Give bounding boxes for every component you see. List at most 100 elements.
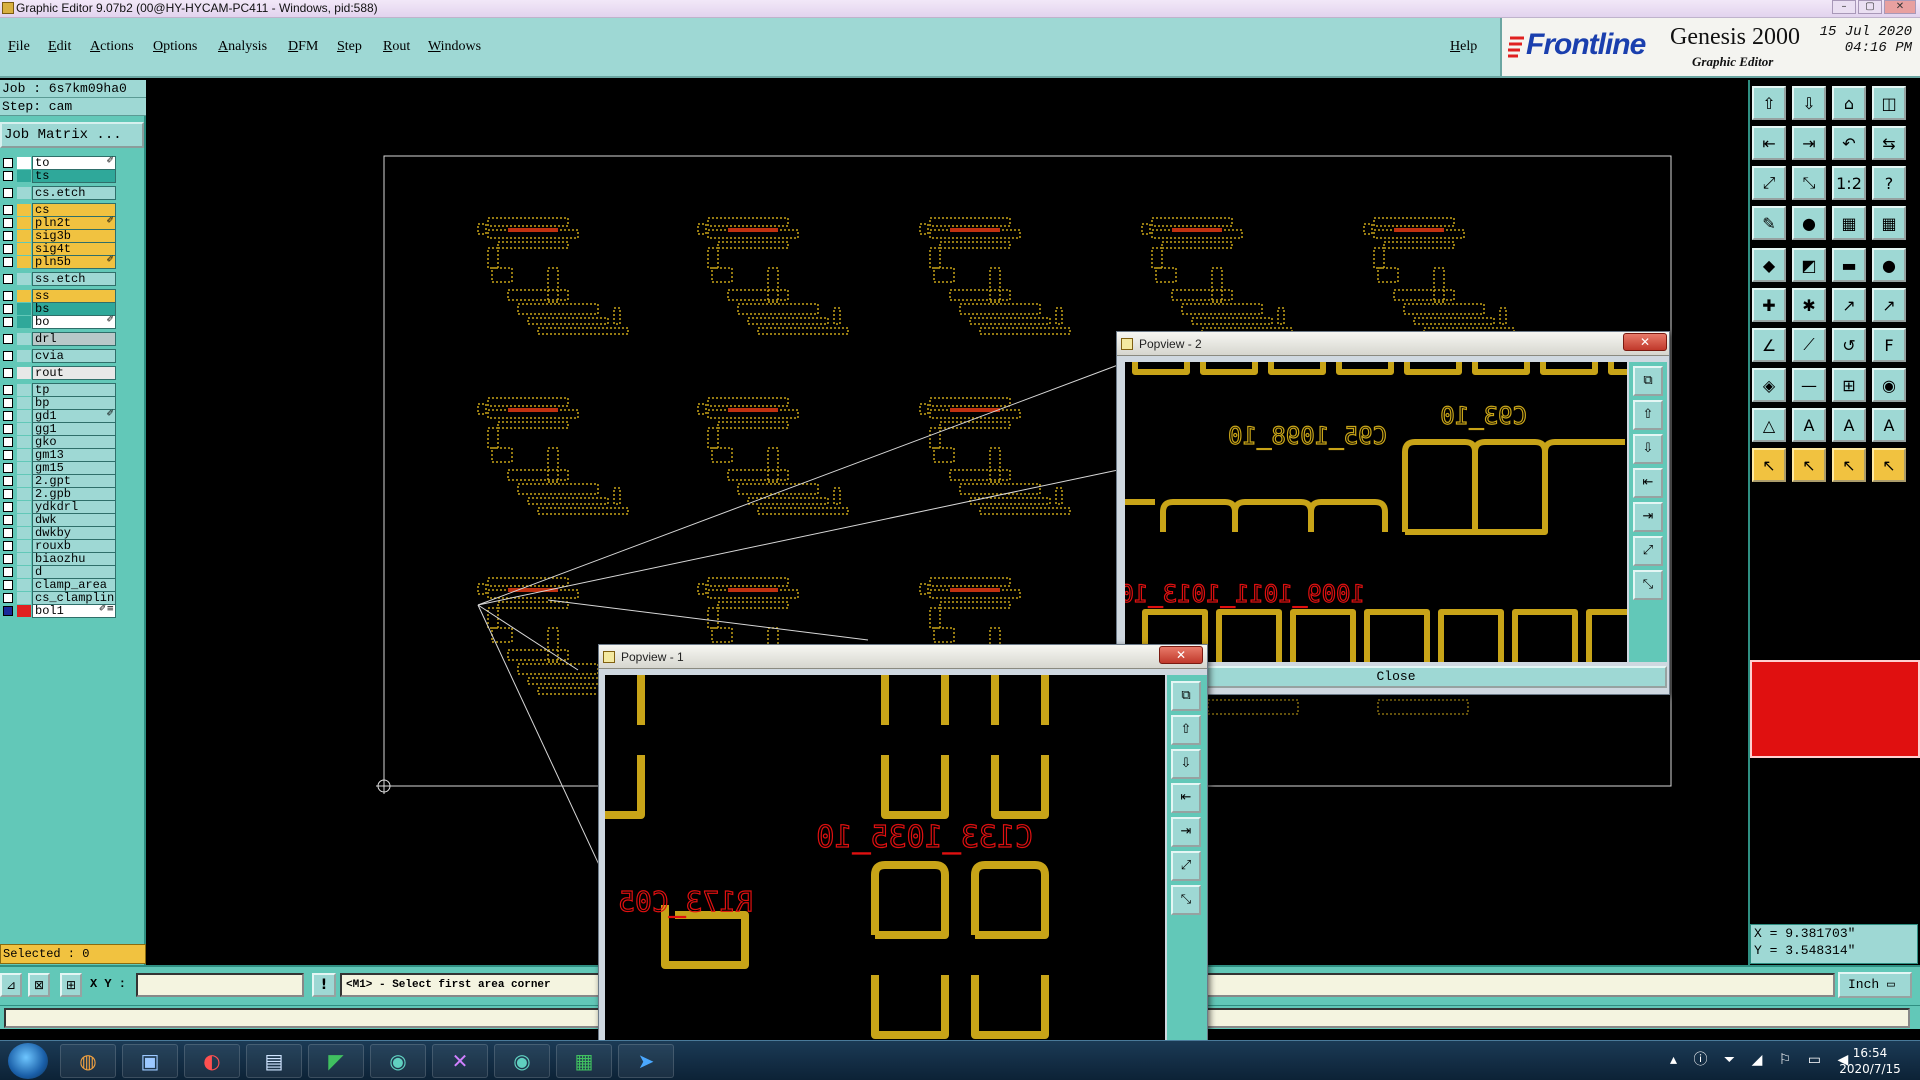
layer-name[interactable]: 2.gpt [32, 474, 116, 488]
tool-button-icon[interactable]: ⟋ [1792, 328, 1826, 362]
layer-name[interactable]: rout [32, 366, 116, 380]
layer-name[interactable]: rouxb [32, 539, 116, 553]
layer-color-swatch[interactable] [17, 605, 31, 617]
layer-row[interactable]: cs [0, 203, 118, 217]
layer-color-swatch[interactable] [17, 475, 31, 487]
tool-button-icon[interactable]: ⇩ [1792, 86, 1826, 120]
layer-checkbox[interactable] [3, 593, 13, 603]
grid-button[interactable]: ⊞ [60, 973, 82, 997]
taskbar-excel-icon[interactable]: ▦ [556, 1044, 612, 1078]
layer-row[interactable]: ss [0, 289, 118, 303]
layer-name[interactable]: tp [32, 383, 116, 397]
layer-row[interactable]: biaozhu [0, 552, 118, 566]
layer-name[interactable]: ss [32, 289, 116, 303]
layer-name[interactable]: biaozhu [32, 552, 116, 566]
tool-button-icon[interactable]: ⊞ [1832, 368, 1866, 402]
layer-color-swatch[interactable] [17, 384, 31, 396]
tool-button-icon[interactable]: ⇧ [1752, 86, 1786, 120]
pv1-pan-left-icon[interactable]: ⇤ [1171, 783, 1201, 813]
layer-checkbox[interactable] [3, 218, 13, 228]
menu-actions[interactable]: Actions [90, 39, 134, 54]
taskbar-cam-icon[interactable]: ◤ [308, 1044, 364, 1078]
layer-checkbox[interactable] [3, 606, 13, 616]
tool-button-icon[interactable]: ↖ [1832, 448, 1866, 482]
popview-2-view[interactable]: C93_10C95_1098_10C105_1104_1007_C011009_… [1125, 362, 1627, 662]
layer-checkbox[interactable] [3, 304, 13, 314]
tool-button-icon[interactable]: ✱ [1792, 288, 1826, 322]
layer-name[interactable]: dwk [32, 513, 116, 527]
layer-checkbox[interactable] [3, 554, 13, 564]
pv2-zoom-out-icon[interactable]: ⇩ [1633, 434, 1663, 464]
layer-color-swatch[interactable] [17, 527, 31, 539]
layer-name[interactable]: ydkdrl [32, 500, 116, 514]
pv1-center-icon[interactable]: ⤡ [1171, 885, 1201, 915]
pv2-pan-left-icon[interactable]: ⇤ [1633, 468, 1663, 498]
menu-rout[interactable]: Rout [383, 39, 411, 54]
start-button[interactable] [8, 1043, 48, 1079]
layer-color-swatch[interactable] [17, 230, 31, 242]
layer-color-swatch[interactable] [17, 488, 31, 500]
tool-button-icon[interactable]: ◆ [1752, 248, 1786, 282]
layer-row[interactable]: to✐ [0, 156, 118, 170]
layer-name[interactable]: gko [32, 435, 116, 449]
layer-row[interactable]: gd1✐ [0, 409, 118, 423]
layer-row[interactable]: pln5b✐ [0, 255, 118, 269]
tool-button-icon[interactable]: ● [1792, 206, 1826, 240]
layer-checkbox[interactable] [3, 317, 13, 327]
layer-color-swatch[interactable] [17, 566, 31, 578]
pv2-zoom-in-icon[interactable]: ⇧ [1633, 400, 1663, 430]
menu-dfm[interactable]: DFM [288, 39, 319, 54]
layer-color-swatch[interactable] [17, 449, 31, 461]
layer-name[interactable]: clamp_area [32, 578, 116, 592]
tool-button-icon[interactable]: — [1792, 368, 1826, 402]
tool-button-icon[interactable]: ↗ [1832, 288, 1866, 322]
layer-checkbox[interactable] [3, 424, 13, 434]
layer-checkbox[interactable] [3, 567, 13, 577]
taskbar-genesis-icon[interactable]: ◉ [370, 1044, 426, 1078]
tool-button-icon[interactable]: ▦ [1832, 206, 1866, 240]
layer-color-swatch[interactable] [17, 303, 31, 315]
tool-button-icon[interactable]: A [1832, 408, 1866, 442]
layer-checkbox[interactable] [3, 528, 13, 538]
layer-color-swatch[interactable] [17, 157, 31, 169]
layer-color-swatch[interactable] [17, 579, 31, 591]
layer-row[interactable]: dwkby [0, 526, 118, 540]
tool-button-icon[interactable]: ↖ [1752, 448, 1786, 482]
taskbar-messenger-icon[interactable]: ➤ [618, 1044, 674, 1078]
tool-button-icon[interactable]: ◫ [1872, 86, 1906, 120]
layer-color-swatch[interactable] [17, 592, 31, 604]
layer-name[interactable]: pln5b [32, 255, 116, 269]
layer-checkbox[interactable] [3, 463, 13, 473]
layer-color-swatch[interactable] [17, 410, 31, 422]
layer-name[interactable]: bo [32, 315, 116, 329]
layer-name[interactable]: cs_clampline [32, 591, 116, 605]
menu-options[interactable]: Options [153, 39, 198, 54]
layer-color-swatch[interactable] [17, 423, 31, 435]
layer-row[interactable]: rouxb [0, 539, 118, 553]
layer-row[interactable]: ydkdrl [0, 500, 118, 514]
layer-row[interactable]: ss.etch [0, 272, 118, 286]
layer-row[interactable]: rout [0, 366, 118, 380]
layer-name[interactable]: gd1 [32, 409, 116, 423]
tool-button-icon[interactable]: ↖ [1792, 448, 1826, 482]
layer-row[interactable]: gm15 [0, 461, 118, 475]
tool-button-icon[interactable]: 1:2 [1832, 166, 1866, 200]
layer-name[interactable]: bol1 [32, 604, 116, 618]
layer-row[interactable]: gko [0, 435, 118, 449]
layer-color-swatch[interactable] [17, 462, 31, 474]
layer-color-swatch[interactable] [17, 501, 31, 513]
layer-color-swatch[interactable] [17, 514, 31, 526]
layer-checkbox[interactable] [3, 351, 13, 361]
layer-color-swatch[interactable] [17, 217, 31, 229]
menu-step[interactable]: Step [337, 39, 362, 54]
layer-checkbox[interactable] [3, 580, 13, 590]
taskbar-notepad-icon[interactable]: ▤ [246, 1044, 302, 1078]
layer-name[interactable]: ts [32, 169, 116, 183]
layer-row[interactable]: bol1✐≡ [0, 604, 118, 618]
popview-1-close-x[interactable]: ✕ [1159, 646, 1203, 664]
layer-color-swatch[interactable] [17, 540, 31, 552]
layer-checkbox[interactable] [3, 515, 13, 525]
tool-button-icon[interactable]: ? [1872, 166, 1906, 200]
system-tray[interactable]: ▴ ⓘ ⏷ ◢ ⚐ ▭ ◀ [1670, 1052, 1855, 1068]
tool-button-icon[interactable]: ↺ [1832, 328, 1866, 362]
